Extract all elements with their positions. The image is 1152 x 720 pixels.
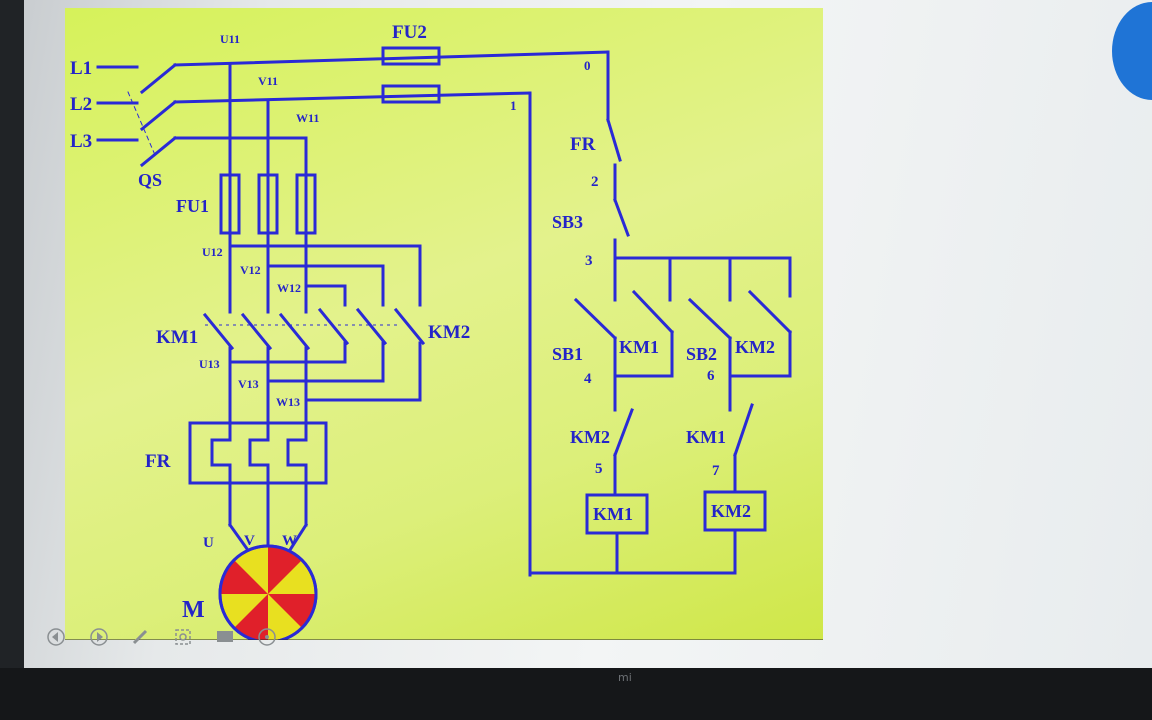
label-km2-interlock: KM2 [570, 427, 610, 447]
label-sb1: SB1 [552, 344, 583, 364]
label-w12: W12 [277, 281, 301, 295]
zoom-icon[interactable] [173, 627, 193, 647]
fu1-fuse-2 [257, 173, 279, 235]
monitor-bezel-left [0, 0, 24, 672]
prev-icon[interactable] [46, 627, 66, 647]
motor-leads [227, 480, 309, 556]
label-v: V [244, 533, 255, 549]
label-u13: U13 [199, 357, 220, 371]
label-km1-hold: KM1 [619, 337, 659, 357]
control-circuit [528, 118, 793, 575]
label-w: W [282, 533, 297, 549]
next-icon[interactable] [89, 627, 109, 647]
label-km1-interlock: KM1 [686, 427, 726, 447]
label-u12: U12 [202, 245, 223, 259]
label-node-0: 0 [584, 58, 591, 73]
main-contacts [202, 307, 426, 351]
km2-feed [228, 244, 422, 307]
label-node-4: 4 [584, 371, 592, 387]
label-l2: L2 [70, 94, 92, 115]
label-v12: V12 [240, 263, 261, 277]
km-outputs [228, 341, 422, 427]
label-qs: QS [138, 170, 162, 190]
label-km2-coil: KM2 [711, 501, 751, 521]
label-node-5: 5 [595, 461, 603, 477]
fu2-fuse-top [381, 46, 441, 66]
circuit-diagram: L1 L2 L3 QS U11 V11 W11 FU2 0 1 FU1 U12 … [65, 22, 823, 640]
monitor-bezel-bottom [0, 668, 1152, 720]
supply-lines [96, 62, 178, 168]
motor-m [218, 544, 318, 640]
fu1-fuse-1 [219, 173, 241, 235]
slide: L1 L2 L3 QS U11 V11 W11 FU2 0 1 FU1 U12 … [65, 8, 823, 640]
pen-icon[interactable] [130, 627, 150, 647]
screen-icon[interactable] [215, 627, 235, 647]
label-node-6: 6 [707, 368, 715, 384]
brand-logo: mi [618, 671, 632, 684]
label-fr-control: FR [570, 134, 596, 155]
label-node-2: 2 [591, 174, 599, 190]
label-km2-main: KM2 [428, 322, 470, 343]
label-fu2: FU2 [392, 22, 427, 43]
label-v13: V13 [238, 377, 259, 391]
bus-lines [173, 50, 610, 577]
label-node-3: 3 [585, 253, 593, 269]
fu1-fuse-3 [295, 173, 317, 235]
label-sb3: SB3 [552, 212, 583, 232]
label-fu1: FU1 [176, 196, 209, 216]
labels: L1 L2 L3 QS U11 V11 W11 FU2 0 1 FU1 U12 … [70, 22, 775, 623]
label-m: M [182, 597, 205, 623]
label-w13: W13 [276, 395, 300, 409]
label-l1: L1 [70, 58, 92, 79]
thermal-relay [188, 421, 328, 485]
label-v11: V11 [258, 74, 278, 88]
label-km1-main: KM1 [156, 327, 198, 348]
label-sb2: SB2 [686, 344, 717, 364]
label-w11: W11 [296, 111, 319, 125]
label-node-1: 1 [510, 98, 517, 113]
fu2-fuse-bottom [381, 84, 441, 104]
label-u: U [203, 535, 214, 551]
label-l3: L3 [70, 131, 92, 152]
label-km2-hold: KM2 [735, 337, 775, 357]
label-fr-main: FR [145, 451, 171, 472]
label-km1-coil: KM1 [593, 504, 633, 524]
menu-icon[interactable] [257, 627, 277, 647]
label-u11: U11 [220, 32, 240, 46]
label-node-7: 7 [712, 463, 720, 479]
phase-conductors [228, 63, 308, 314]
